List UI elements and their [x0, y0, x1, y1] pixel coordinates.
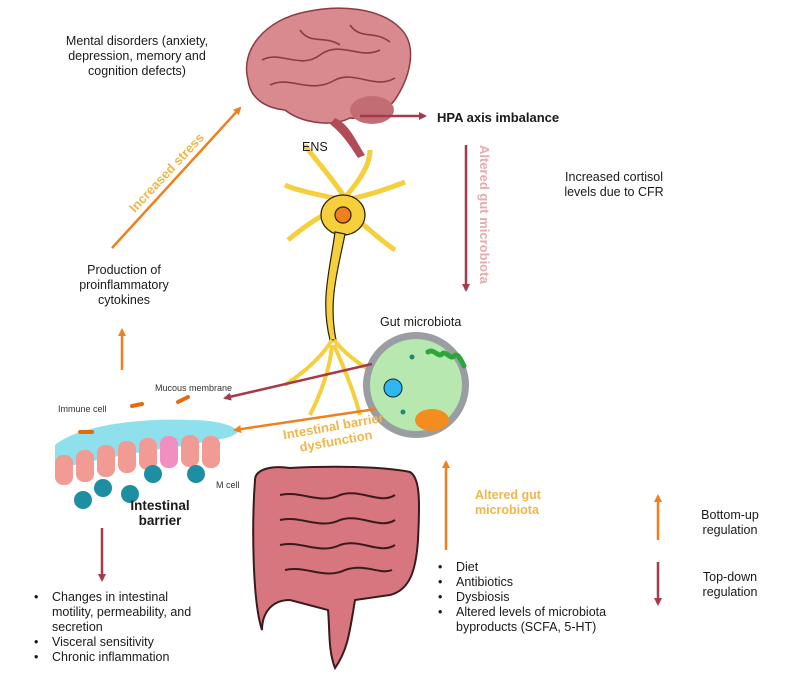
increased-stress-arrow — [111, 106, 242, 249]
intestines-illustration — [252, 465, 421, 671]
list-item: Antibiotics — [438, 575, 656, 590]
altered-gut-microbiota-up-label: Altered gut microbiota — [475, 488, 541, 517]
mental-disorders-label: Mental disorders (anxiety, depression, m… — [65, 34, 209, 78]
gut-microbiota-label: Gut microbiota — [380, 315, 462, 329]
m-cell-label: M cell — [216, 480, 240, 490]
cytokines-label: Production of proinflammatory cytokines — [79, 263, 169, 307]
list-item: Diet — [438, 560, 656, 575]
hpa-axis-label: HPA axis imbalance — [437, 110, 560, 125]
list-item: Changes in intestinal motility, permeabi… — [34, 590, 212, 635]
ens-label: ENS — [302, 140, 328, 154]
intestinal-barrier-label: Intestinal barrier — [130, 498, 190, 528]
barrier-effects-list: Changes in intestinal motility, permeabi… — [32, 590, 212, 665]
cortisol-label: Increased cortisol levels due to CFR — [564, 170, 664, 199]
brain-illustration — [245, 7, 412, 158]
neuron-illustration — [283, 143, 406, 416]
list-item: Visceral sensitivity — [34, 635, 212, 650]
barrier-dysfunction-arrow — [233, 407, 377, 434]
list-item: Altered levels of microbiota byproducts … — [438, 605, 656, 635]
mucous-arrow — [223, 362, 373, 401]
gut-microbiota-dish — [363, 332, 469, 438]
gut-factors-list: Diet Antibiotics Dysbiosis Altered level… — [436, 560, 656, 635]
list-item: Dysbiosis — [438, 590, 656, 605]
legend-bottom-up: Bottom-up regulation — [701, 508, 759, 537]
intestinal-barrier-illustration — [55, 395, 238, 509]
altered-gut-microbiota-down-label: Altered gut microbiota — [477, 145, 492, 284]
list-item: Chronic inflammation — [34, 650, 212, 665]
legend-top-down: Top-down regulation — [702, 570, 758, 599]
mucous-membrane-label: Mucous membrane — [155, 383, 233, 393]
immune-cell-label: Immune cell — [58, 404, 107, 414]
